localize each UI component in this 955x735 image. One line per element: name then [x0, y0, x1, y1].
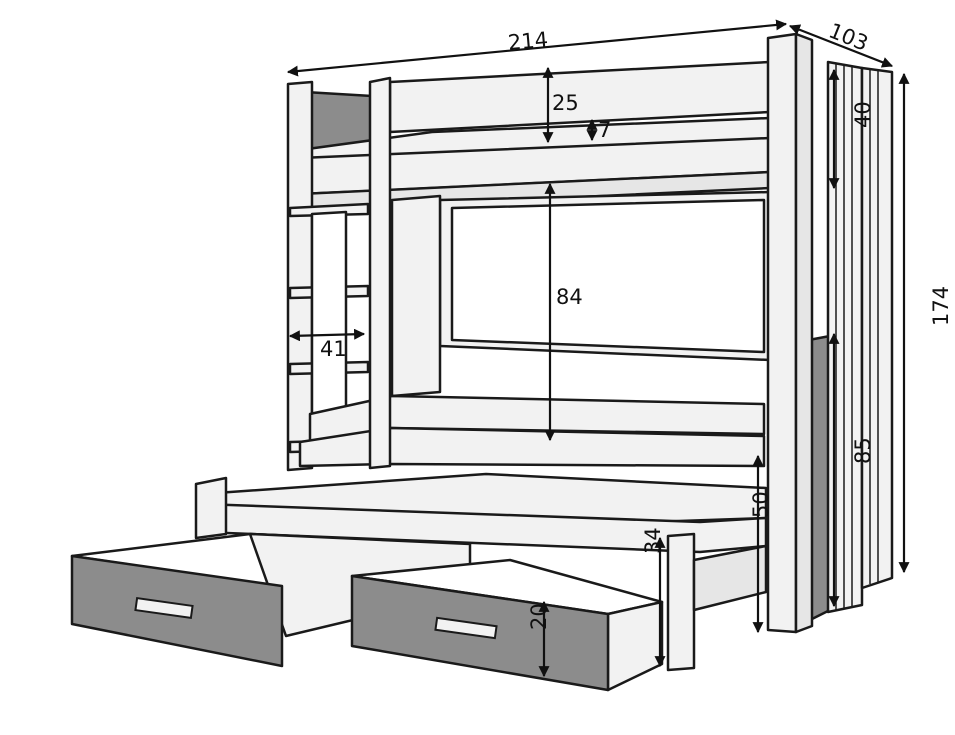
label-top-guard: 25 [552, 91, 579, 115]
front-right-post-side [794, 32, 814, 634]
dim-line-total-width [286, 19, 788, 77]
label-drawer-height: 20 [527, 603, 551, 630]
trundle-right-post [666, 532, 696, 672]
label-middle-clearance: 84 [556, 285, 583, 309]
bunk-bed-drawing [70, 32, 894, 692]
dim-line-ladder-width [288, 328, 366, 342]
label-lower-height: 85 [851, 437, 875, 464]
label-rail-height: 40 [851, 101, 875, 128]
dimension-lines [286, 19, 910, 678]
label-total-width: 214 [507, 27, 549, 54]
label-ladder-width: 41 [320, 337, 347, 361]
front-right-post [766, 32, 798, 634]
lower-inner-back-wall [390, 194, 442, 398]
trundle-side-panel [692, 544, 768, 612]
label-total-height: 174 [929, 286, 953, 326]
drawer-right [350, 558, 664, 692]
left-rear-post [286, 80, 314, 472]
trundle-left-post [194, 476, 228, 540]
label-total-depth: 103 [825, 18, 871, 55]
label-top-gap: 7 [598, 118, 611, 142]
label-trundle-post-height: 34 [641, 527, 665, 554]
dim-line-total-depth [788, 24, 894, 68]
right-end-rail [826, 60, 894, 614]
front-left-post [368, 76, 392, 470]
label-trundle-height: 50 [749, 491, 773, 518]
lower-back-window [450, 198, 766, 354]
